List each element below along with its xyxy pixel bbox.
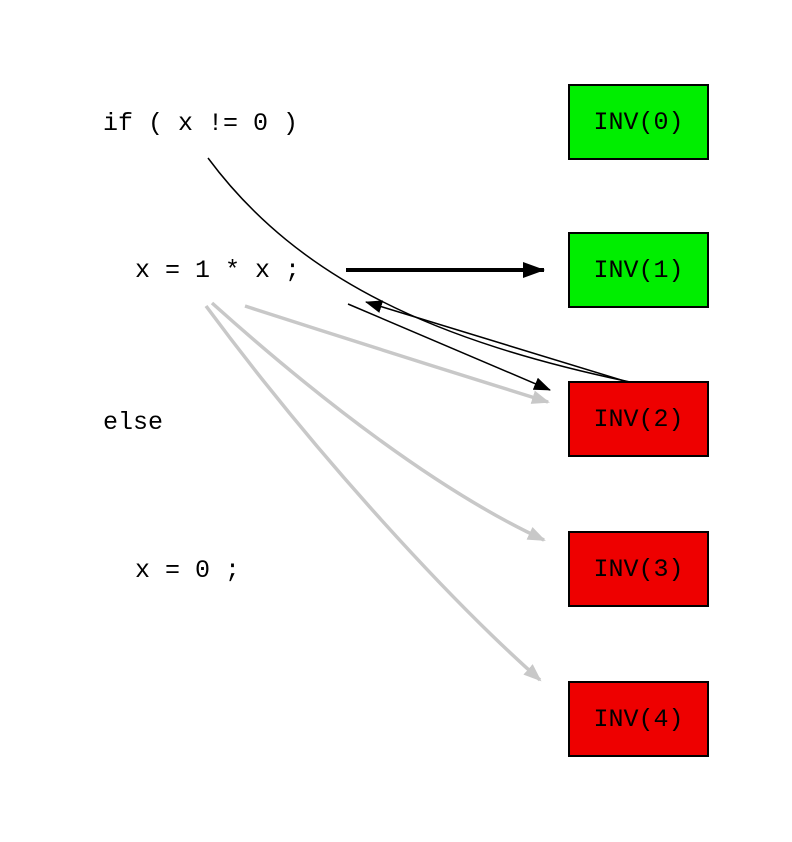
inv-node-1[interactable]: INV(1) bbox=[568, 232, 709, 308]
edge-then-stmt-to-inv2-arrow bbox=[347, 303, 551, 391]
inv-node-3-label: INV(3) bbox=[593, 554, 684, 584]
inv-node-3[interactable]: INV(3) bbox=[568, 531, 709, 607]
code-line-else: else bbox=[103, 408, 164, 437]
inv-node-0-label: INV(0) bbox=[593, 107, 684, 137]
edge-then-stmt-to-inv3-gray-arrow bbox=[210, 301, 546, 542]
code-line-if: if ( x != 0 ) bbox=[103, 109, 299, 138]
code-line-else-stmt: x = 0 ; bbox=[135, 556, 241, 585]
code-line-then-stmt: x = 1 * x ; bbox=[135, 256, 301, 285]
inv-node-2-label: INV(2) bbox=[593, 404, 684, 434]
inv-node-0[interactable]: INV(0) bbox=[568, 84, 709, 160]
edge-then-stmt-to-inv4-gray-arrow bbox=[204, 304, 542, 682]
inv-node-4-label: INV(4) bbox=[593, 704, 684, 734]
edge-then-stmt-to-inv2-gray-arrow bbox=[244, 304, 550, 404]
inv-node-1-label: INV(1) bbox=[593, 255, 684, 285]
inv-node-4[interactable]: INV(4) bbox=[568, 681, 709, 757]
inv-node-2[interactable]: INV(2) bbox=[568, 381, 709, 457]
edge-inv2-to-then-stmt-arrow bbox=[365, 300, 632, 384]
